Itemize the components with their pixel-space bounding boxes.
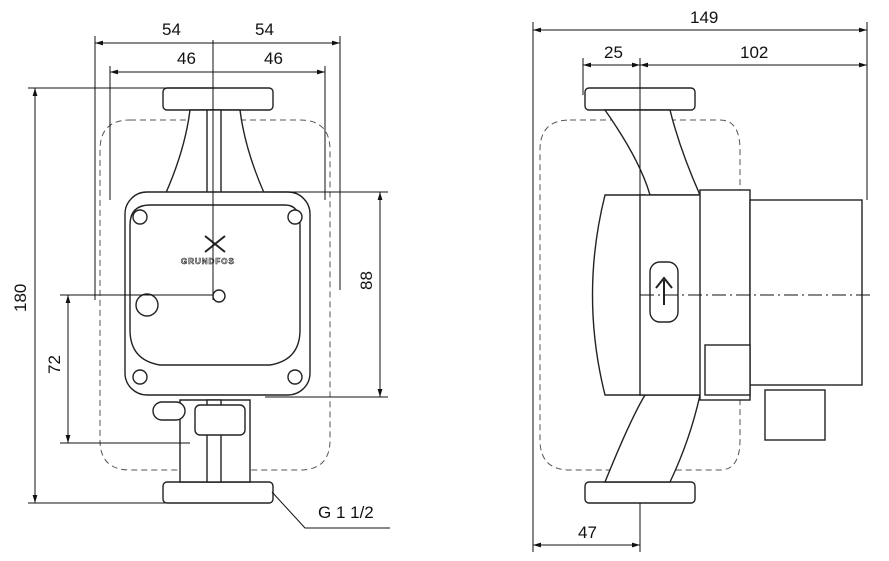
front-dimensions: 54 54 46 46 180 72 88 G 1 1/2 — [11, 20, 390, 529]
vent-screw-icon — [212, 289, 226, 303]
connector-plugs — [152, 401, 246, 436]
dim-149: 149 — [690, 8, 718, 27]
svg-text:GRUNDFOS: GRUNDFOS — [181, 257, 235, 266]
dim-88: 88 — [357, 271, 376, 290]
dim-54-right: 54 — [255, 20, 274, 39]
grundfos-logo: GRUNDFOS — [181, 235, 235, 266]
dim-47: 47 — [578, 523, 597, 542]
front-view: GRUNDFOS — [99, 40, 331, 504]
side-dimensions: 149 25 102 47 — [532, 8, 868, 552]
flow-arrow-icon — [655, 276, 673, 305]
dim-180: 180 — [11, 284, 30, 312]
dim-54-left: 54 — [162, 20, 181, 39]
dim-102: 102 — [740, 43, 768, 62]
dim-72: 72 — [45, 355, 64, 374]
dim-46-left: 46 — [177, 49, 196, 68]
thread-label: G 1 1/2 — [318, 503, 374, 522]
control-button — [135, 293, 159, 317]
bolt-icons — [132, 209, 303, 385]
dim-25: 25 — [604, 43, 623, 62]
dim-46-right: 46 — [264, 49, 283, 68]
side-view — [539, 87, 870, 504]
